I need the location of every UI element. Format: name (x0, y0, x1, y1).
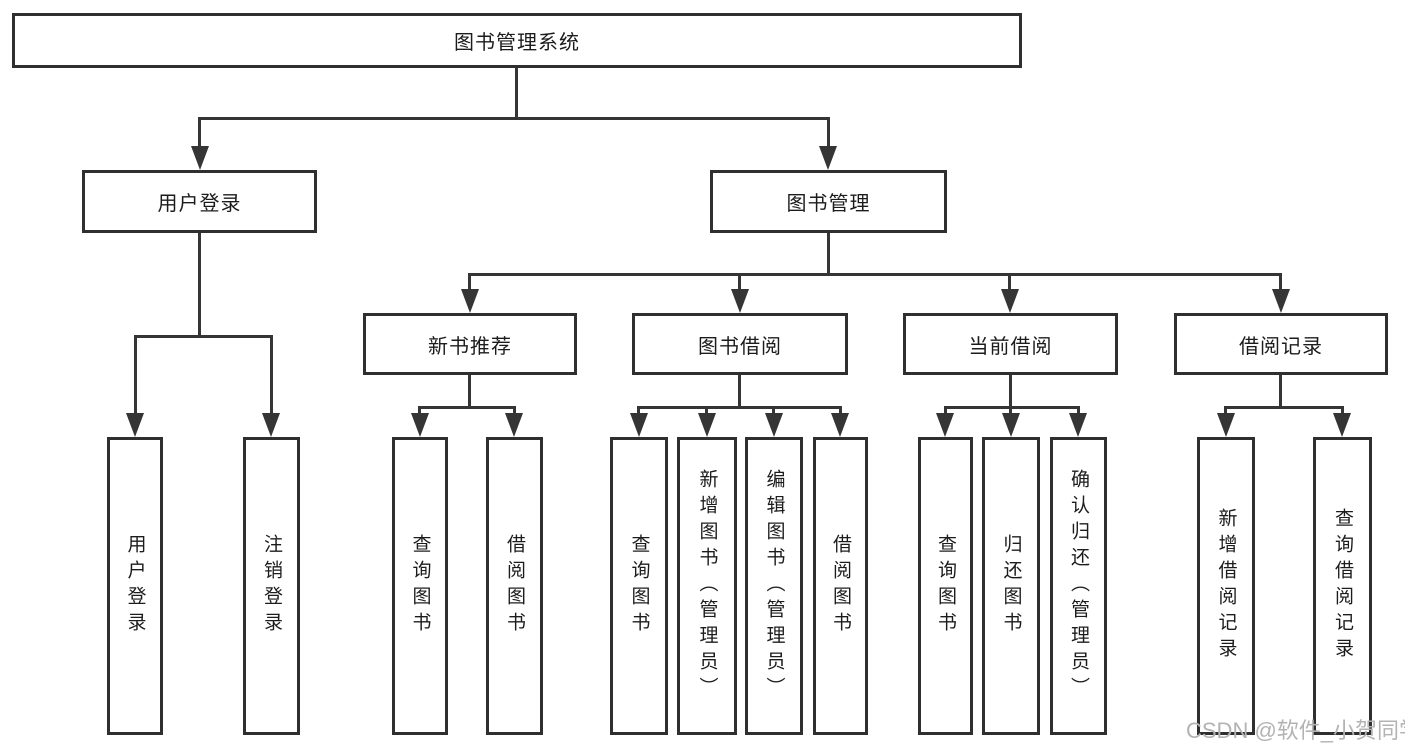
connector-line (198, 117, 830, 120)
connector-line (1279, 375, 1282, 409)
connector-line (468, 273, 1282, 276)
leaf-logout: 注销登录 (243, 437, 300, 735)
arrow-down-icon (126, 413, 144, 437)
arrow-down-icon (731, 289, 749, 313)
connector-line (705, 406, 708, 418)
arrow-down-icon (1069, 413, 1087, 437)
node-label: 借阅记录 (1239, 335, 1323, 358)
arrow-down-icon (191, 146, 209, 170)
arrow-down-icon (1333, 413, 1351, 437)
node-label: 查询图书 (935, 534, 956, 638)
connector-line (944, 406, 947, 418)
node-library-system: 图书管理系统 (12, 13, 1022, 68)
connector-line (198, 117, 201, 148)
leaf-records-query-record: 查询借阅记录 (1313, 437, 1372, 735)
connector-line (738, 375, 741, 409)
arrow-down-icon (698, 413, 716, 437)
connector-line (198, 233, 201, 338)
node-book-borrowing: 图书借阅 (632, 313, 848, 375)
node-current-borrowing: 当前借阅 (903, 313, 1118, 375)
node-new-book-recommend: 新书推荐 (363, 313, 577, 375)
leaf-borrowing-borrow-books: 借阅图书 (813, 437, 868, 735)
connector-line (637, 406, 640, 418)
arrow-down-icon (262, 413, 280, 437)
arrow-down-icon (411, 413, 429, 437)
connector-line (1279, 273, 1282, 291)
node-label: 查询图书 (409, 534, 431, 638)
leaf-current-return-books: 归还图书 (982, 437, 1040, 735)
node-label: 查询借阅记录 (1332, 508, 1353, 664)
node-label: 当前借阅 (968, 335, 1053, 358)
connector-line (637, 406, 842, 409)
watermark-text: CSDN @软件_小贺同学 (1186, 718, 1405, 743)
connector-line (1224, 406, 1227, 418)
connector-line (513, 406, 516, 418)
node-label: 编辑图书（管理员） (763, 469, 785, 703)
connector-line (468, 375, 471, 409)
node-label: 归还图书 (1000, 534, 1022, 638)
leaf-borrowing-edit-books-admin: 编辑图书（管理员） (745, 437, 803, 735)
node-label: 查询图书 (628, 534, 650, 638)
node-label: 借阅图书 (830, 534, 851, 638)
arrow-down-icon (765, 413, 783, 437)
node-label: 图书管理 (786, 193, 871, 215)
node-label: 确认归还（管理员） (1068, 469, 1089, 703)
leaf-current-confirm-return-admin: 确认归还（管理员） (1050, 437, 1107, 735)
arrow-down-icon (819, 146, 837, 170)
connector-line (418, 406, 421, 418)
node-book-management: 图书管理 (710, 170, 947, 233)
leaf-current-query-books: 查询图书 (918, 437, 973, 735)
connector-line (827, 117, 830, 148)
arrow-down-icon (1002, 413, 1020, 437)
connector-line (134, 335, 273, 338)
node-label: 新增图书（管理员） (696, 469, 718, 703)
connector-line (1224, 406, 1344, 409)
node-label: 新书推荐 (428, 335, 512, 358)
arrow-down-icon (1272, 289, 1290, 313)
connector-line (772, 406, 775, 418)
connector-line (1009, 406, 1012, 418)
arrow-down-icon (505, 413, 523, 437)
connector-line (270, 335, 273, 417)
connector-line (839, 406, 842, 418)
leaf-borrowing-query-books: 查询图书 (610, 437, 668, 735)
connector-line (515, 68, 518, 120)
connector-line (827, 233, 830, 276)
connector-line (468, 273, 471, 291)
node-label: 注销登录 (261, 534, 282, 638)
connector-line (134, 335, 137, 417)
node-label: 借阅图书 (504, 534, 525, 638)
leaf-recommend-query-books: 查询图书 (392, 437, 448, 735)
connector-line (1341, 406, 1344, 418)
leaf-borrowing-add-books-admin: 新增图书（管理员） (677, 437, 737, 735)
arrow-down-icon (630, 413, 648, 437)
leaf-recommend-borrow-books: 借阅图书 (486, 437, 543, 735)
arrow-down-icon (1217, 413, 1235, 437)
node-label: 用户登录 (124, 534, 146, 638)
connector-line (1009, 375, 1012, 409)
arrow-down-icon (936, 413, 954, 437)
arrow-down-icon (831, 413, 849, 437)
node-user-login: 用户登录 (82, 170, 317, 233)
connector-line (1008, 273, 1011, 291)
connector-line (418, 406, 516, 409)
node-borrowing-records: 借阅记录 (1174, 313, 1388, 375)
connector-line (1077, 406, 1080, 418)
leaf-records-add-record: 新增借阅记录 (1197, 437, 1255, 735)
connector-line (738, 273, 741, 291)
node-label: 用户登录 (157, 193, 242, 215)
node-label: 图书借阅 (698, 335, 782, 358)
node-label: 图书管理系统 (454, 32, 580, 54)
connector-line (944, 406, 1080, 409)
leaf-user-login: 用户登录 (107, 437, 163, 735)
arrow-down-icon (461, 289, 479, 313)
node-label: 新增借阅记录 (1215, 508, 1237, 664)
arrow-down-icon (1001, 289, 1019, 313)
